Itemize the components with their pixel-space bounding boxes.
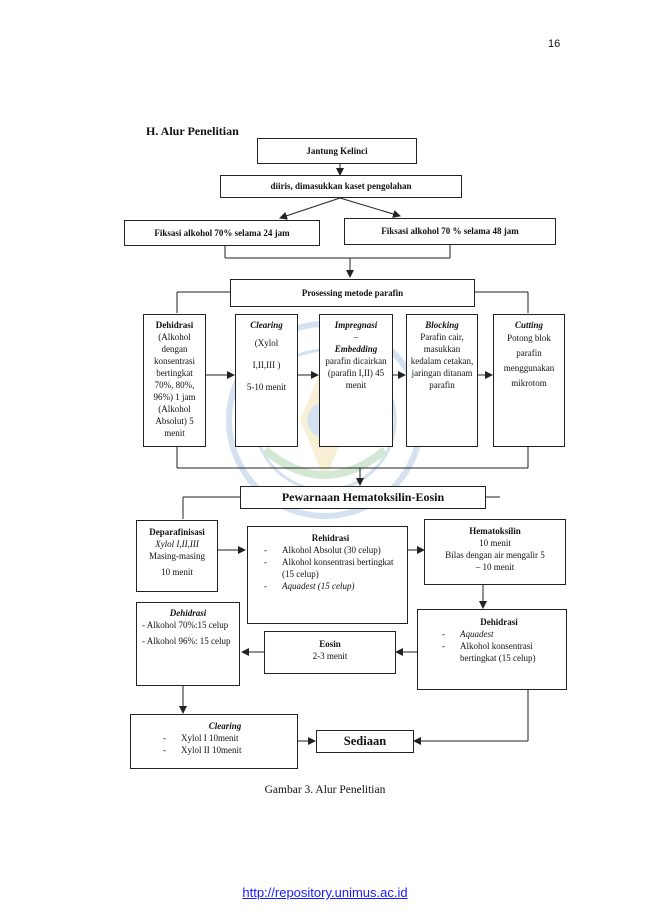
box-hematoksilin: Hematoksilin 10 menit Bilas dengan air m… — [424, 519, 566, 585]
box-jantung-kelinci: Jantung Kelinci — [257, 138, 417, 164]
cutting-text: Potong blok parafin menggunakan mikrotom — [503, 333, 555, 388]
box-dehidrasi: Dehidrasi (Alkohol dengan konsentrasi be… — [143, 314, 206, 447]
hematoksilin-line3: – 10 menit — [475, 562, 515, 572]
cutting-title: Cutting — [514, 320, 543, 330]
box-rehidrasi: Rehidrasi Alkohol Absolut (30 celup) Alk… — [247, 526, 408, 624]
dehidrasi-title: Dehidrasi — [155, 320, 194, 330]
section-title: H. Alur Penelitian — [146, 124, 239, 138]
box-sediaan: Sediaan — [316, 730, 414, 753]
rehidrasi-item: Aquadest (15 celup) — [260, 580, 401, 592]
hematoksilin-line1: 10 menit — [479, 538, 511, 548]
blocking-text: Parafin cair, masukkan kedalam cetakan, … — [410, 332, 474, 390]
rehidrasi-title: Rehidrasi — [311, 533, 350, 543]
clearing2-item: Xylol I 10menit — [159, 732, 291, 744]
blocking-title: Blocking — [425, 320, 459, 330]
box-dehidrasi-aquadest: Dehidrasi Aquadest Alkohol konsentrasi b… — [417, 609, 567, 690]
hematoksilin-title: Hematoksilin — [469, 526, 521, 536]
dehidrasi2-item: - Alkohol 70%:15 celup — [142, 620, 229, 630]
impregnasi-text: parafin dicairkan (parafin I,II) 45 meni… — [325, 356, 387, 390]
clearing2-item: Xylol II 10menit — [159, 744, 291, 756]
embedding-title: Embedding — [334, 344, 378, 354]
page-number: 16 — [548, 38, 561, 50]
rehidrasi-list: Alkohol Absolut (30 celup) Alkohol konse… — [260, 544, 401, 592]
deparafinisasi-line1: Xylol I,II,III — [155, 539, 199, 549]
impregnasi-dash: – — [353, 332, 359, 342]
box-diiris: diiris, dimasukkan kaset pengolahan — [220, 175, 462, 198]
dehidrasi3-item: Aquadest — [438, 628, 560, 640]
figure-caption: Gambar 3. Alur Penelitian — [264, 784, 386, 796]
dehidrasi-text: (Alkohol dengan konsentrasi bertingkat 7… — [153, 332, 196, 438]
rehidrasi-item: Alkohol konsentrasi bertingkat (15 celup… — [260, 556, 401, 580]
clearing-line2: I,II,III ) — [252, 360, 281, 370]
deparafinisasi-line3: 10 menit — [161, 567, 193, 577]
box-deparafinisasi: Deparafinisasi Xylol I,II,III Masing-mas… — [136, 520, 218, 592]
eosin-title: Eosin — [319, 639, 341, 649]
box-impregnasi: Impregnasi – Embedding parafin dicairkan… — [319, 314, 393, 447]
box-fiksasi-24-jam: Fiksasi alkohol 70% selama 24 jam — [124, 220, 320, 246]
box-processing: Prosessing metode parafin — [230, 279, 475, 307]
dehidrasi3-list: Aquadest Alkohol konsentrasi bertingkat … — [438, 628, 560, 664]
box-clearing-xylol: Clearing Xylol I 10menit Xylol II 10meni… — [130, 714, 298, 769]
dehidrasi3-title: Dehidrasi — [480, 617, 518, 627]
deparafinisasi-line2: Masing-masing — [149, 551, 205, 561]
box-clearing: Clearing (Xylol I,II,III ) 5-10 menit — [235, 314, 298, 447]
clearing-line3: 5-10 menit — [246, 382, 287, 392]
deparafinisasi-title: Deparafinisasi — [149, 527, 205, 537]
repository-link[interactable]: http://repository.unimus.ac.id — [242, 885, 408, 900]
box-dehidrasi-alkohol: Dehidrasi - Alkohol 70%:15 celup - Alkoh… — [136, 602, 240, 686]
box-eosin: Eosin 2-3 menit — [264, 631, 396, 674]
box-cutting: Cutting Potong blok parafin menggunakan … — [493, 314, 565, 447]
clearing-title: Clearing — [250, 320, 283, 330]
box-pewarnaan: Pewarnaan Hematoksilin-Eosin — [240, 486, 486, 509]
dehidrasi2-item: - Alkohol 96%: 15 celup — [142, 636, 231, 646]
impregnasi-title: Impregnasi — [334, 320, 378, 330]
clearing-line1: (Xylol — [254, 338, 279, 348]
rehidrasi-item: Alkohol Absolut (30 celup) — [260, 544, 401, 556]
dehidrasi2-title: Dehidrasi — [169, 608, 207, 618]
box-blocking: Blocking Parafin cair, masukkan kedalam … — [406, 314, 478, 447]
clearing2-list: Xylol I 10menit Xylol II 10menit — [159, 732, 291, 756]
hematoksilin-line2: Bilas dengan air mengalir 5 — [445, 550, 545, 560]
clearing2-title: Clearing — [208, 721, 242, 731]
box-fiksasi-48-jam: Fiksasi alkohol 70 % selama 48 jam — [344, 218, 556, 245]
eosin-line1: 2-3 menit — [312, 651, 348, 661]
dehidrasi3-item: Alkohol konsentrasi bertingkat (15 celup… — [438, 640, 560, 664]
